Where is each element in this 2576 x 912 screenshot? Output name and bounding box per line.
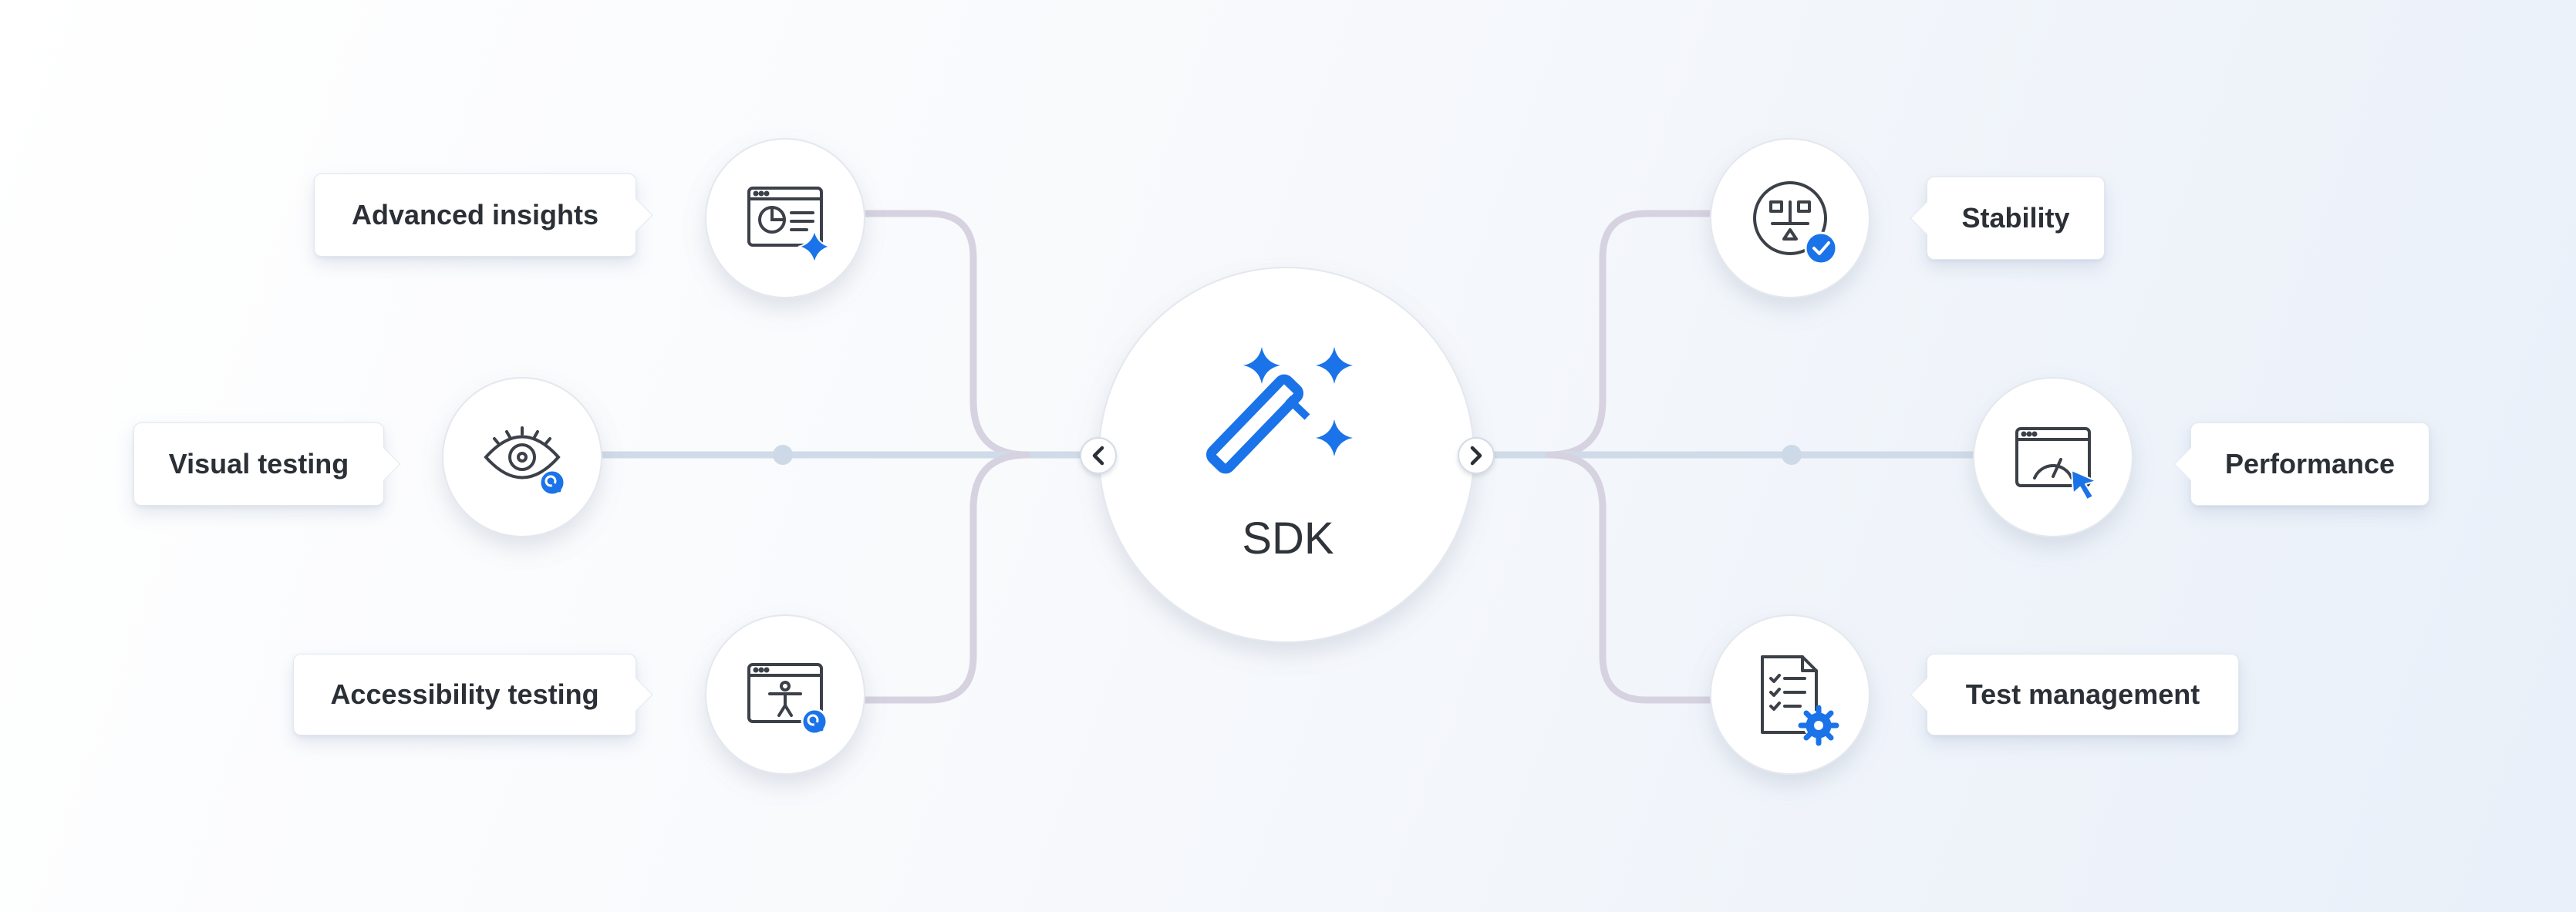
node-visual-testing[interactable] — [442, 377, 602, 537]
node-performance[interactable] — [1973, 377, 2133, 537]
node-stability[interactable] — [1710, 138, 1870, 298]
magic-wand-sparkles-icon — [1205, 347, 1353, 474]
eye-search-icon — [484, 426, 561, 480]
label-test-management-text: Test management — [1965, 678, 2200, 710]
cursor-badge — [2071, 469, 2097, 500]
performance-gauge-cursor-icon — [2015, 427, 2091, 487]
node-test-management[interactable] — [1710, 614, 1870, 775]
label-accessibility-testing[interactable]: Accessibility testing — [293, 654, 636, 735]
accessibility-person-search-icon — [747, 663, 823, 723]
connectors-left — [594, 210, 1099, 704]
sparkle-badge — [797, 228, 831, 265]
connector-advanced-insights — [860, 210, 1099, 459]
chevron-left-icon — [1092, 446, 1104, 466]
label-stability-text: Stability — [1961, 202, 2070, 234]
chevron-right-button[interactable] — [1458, 437, 1495, 474]
connectors-right — [1473, 210, 1982, 704]
connector-test-management — [1545, 451, 1716, 704]
sdk-title: SDK — [1242, 513, 1334, 564]
search-badge — [538, 469, 566, 496]
label-advanced-insights-text: Advanced insights — [351, 199, 599, 231]
connector-accessibility-testing — [860, 451, 1031, 704]
label-stability[interactable]: Stability — [1927, 177, 2105, 260]
insights-chart-sparkle-icon — [747, 187, 823, 247]
label-accessibility-testing-text: Accessibility testing — [330, 678, 599, 710]
node-advanced-insights[interactable] — [705, 138, 865, 298]
label-performance-text: Performance — [2224, 448, 2396, 480]
label-performance[interactable]: Performance — [2190, 422, 2429, 506]
chevron-left-button[interactable] — [1080, 437, 1117, 474]
label-visual-testing-text: Visual testing — [168, 448, 349, 480]
test-checklist-gear-icon — [1761, 655, 1818, 734]
node-accessibility-testing[interactable] — [705, 614, 865, 775]
sdk-center-circle — [1098, 267, 1475, 643]
chevron-right-icon — [1470, 446, 1482, 466]
gear-icon — [1798, 705, 1839, 746]
label-test-management[interactable]: Test management — [1927, 654, 2239, 735]
label-visual-testing[interactable]: Visual testing — [133, 422, 384, 506]
label-advanced-insights[interactable]: Advanced insights — [314, 173, 636, 257]
connector-stability — [1473, 210, 1716, 459]
connector-dot-left — [773, 445, 793, 465]
connector-dot-right — [1782, 445, 1802, 465]
search-badge — [801, 708, 828, 735]
stability-balance-check-icon — [1753, 181, 1827, 255]
check-badge — [1804, 231, 1838, 265]
